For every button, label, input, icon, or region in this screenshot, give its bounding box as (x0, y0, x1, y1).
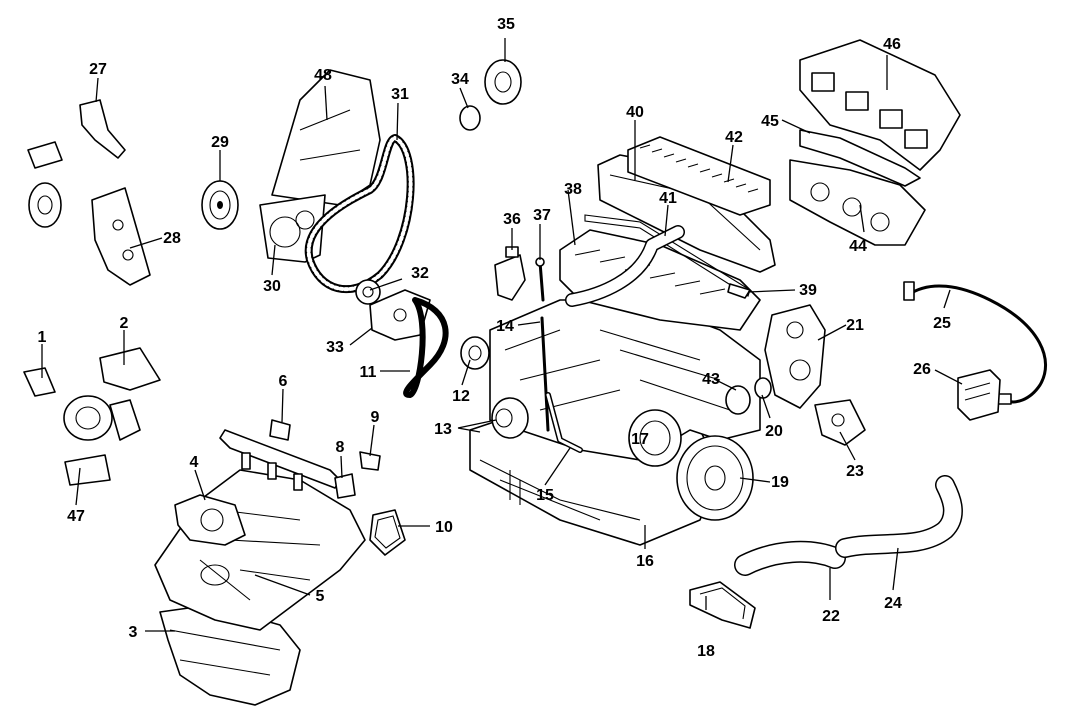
callout-6: 6 (279, 373, 288, 390)
oil-return-pipe (545, 392, 583, 453)
idler-pulley-small (459, 105, 481, 131)
rubber-buffer (27, 141, 63, 169)
manifold-gasket (369, 509, 406, 556)
callout-3: 3 (129, 624, 138, 641)
callout-29: 29 (211, 134, 229, 151)
thermostat-housing (725, 385, 751, 415)
callout-48: 48 (314, 67, 332, 84)
intake-hose (565, 225, 685, 307)
callout-10: 10 (435, 519, 453, 536)
callout-26: 26 (913, 361, 931, 378)
mount-bracket-plate (99, 347, 161, 391)
callout-17: 17 (631, 431, 649, 448)
callout-47: 47 (67, 508, 85, 525)
exhaust-gasket (799, 129, 921, 187)
callout-35: 35 (497, 16, 515, 33)
callout-4: 4 (190, 454, 199, 471)
callout-45: 45 (761, 113, 779, 130)
callout-38: 38 (564, 181, 582, 198)
callout-21: 21 (846, 317, 864, 334)
oil-filter (491, 397, 529, 439)
timing-belt (304, 134, 415, 294)
pressure-regulator (334, 473, 356, 499)
callout-34: 34 (451, 71, 469, 88)
callout-23: 23 (846, 463, 864, 480)
mount-bracket-small (23, 367, 56, 397)
callout-16: 16 (636, 553, 654, 570)
callout-20: 20 (765, 423, 783, 440)
intake-manifold (154, 469, 366, 631)
engine-mount-rubber (28, 182, 62, 228)
callout-28: 28 (163, 230, 181, 247)
callout-9: 9 (371, 409, 380, 426)
callout-13: 13 (434, 421, 452, 438)
water-pump (63, 395, 141, 441)
callout-18: 18 (697, 643, 715, 660)
callout-37: 37 (533, 207, 551, 224)
cylinder-head (559, 214, 761, 331)
belt-tensioner (355, 279, 381, 305)
callout-8: 8 (336, 439, 345, 456)
camshaft-sprocket (484, 59, 522, 105)
idler-pulley (460, 336, 490, 370)
air-duct-seal (689, 581, 756, 629)
leader-lines (41, 38, 963, 632)
throttle-body (174, 494, 246, 546)
thermostat (754, 377, 772, 399)
callout-19: 19 (771, 474, 789, 491)
callout-31: 31 (391, 86, 409, 103)
air-intake-box (627, 136, 771, 216)
callout-30: 30 (263, 278, 281, 295)
sensor-connector (359, 451, 381, 471)
callout-41: 41 (659, 190, 677, 207)
callout-24: 24 (884, 595, 902, 612)
timing-belt-cover (271, 69, 381, 206)
callout-40: 40 (626, 104, 644, 121)
dipstick (535, 257, 545, 302)
crankshaft-seal (628, 409, 682, 467)
callout-labels: 1 2 3 4 5 6 8 9 10 11 12 13 14 15 16 17 … (38, 16, 951, 660)
callout-15: 15 (536, 487, 554, 504)
fuel-injector (269, 419, 291, 441)
retaining-clip (727, 283, 751, 299)
crank-pulley (201, 180, 239, 230)
callout-33: 33 (326, 339, 344, 356)
callout-32: 32 (411, 265, 429, 282)
exhaust-manifold (789, 159, 926, 246)
fuel-rail (219, 429, 341, 491)
callout-42: 42 (725, 129, 743, 146)
dipstick-tube (540, 316, 550, 432)
callout-14: 14 (496, 318, 514, 335)
callout-5: 5 (316, 588, 325, 605)
callout-1: 1 (38, 329, 47, 346)
callout-25: 25 (933, 315, 951, 332)
callout-44: 44 (849, 238, 867, 255)
air-duct (835, 475, 963, 558)
lower-mount-bracket (64, 454, 111, 486)
callout-11: 11 (360, 364, 377, 381)
exhaust-heat-shield (799, 39, 961, 171)
water-flange (814, 399, 866, 446)
callout-39: 39 (799, 282, 817, 299)
callout-36: 36 (503, 211, 521, 228)
air-hose-elbow (734, 540, 846, 576)
callout-22: 22 (822, 608, 840, 625)
camshaft-sensor (494, 246, 526, 301)
callout-43: 43 (702, 371, 720, 388)
auxiliary-belt (403, 297, 449, 398)
callout-12: 12 (452, 388, 470, 405)
engine-mount-upper (79, 99, 126, 159)
engine-mount-bracket (91, 187, 151, 286)
flywheel (676, 435, 754, 521)
callout-2: 2 (120, 315, 129, 332)
water-outlet-housing (764, 304, 826, 409)
callout-27: 27 (89, 61, 107, 78)
control-module (957, 369, 1001, 421)
callout-46: 46 (883, 36, 901, 53)
